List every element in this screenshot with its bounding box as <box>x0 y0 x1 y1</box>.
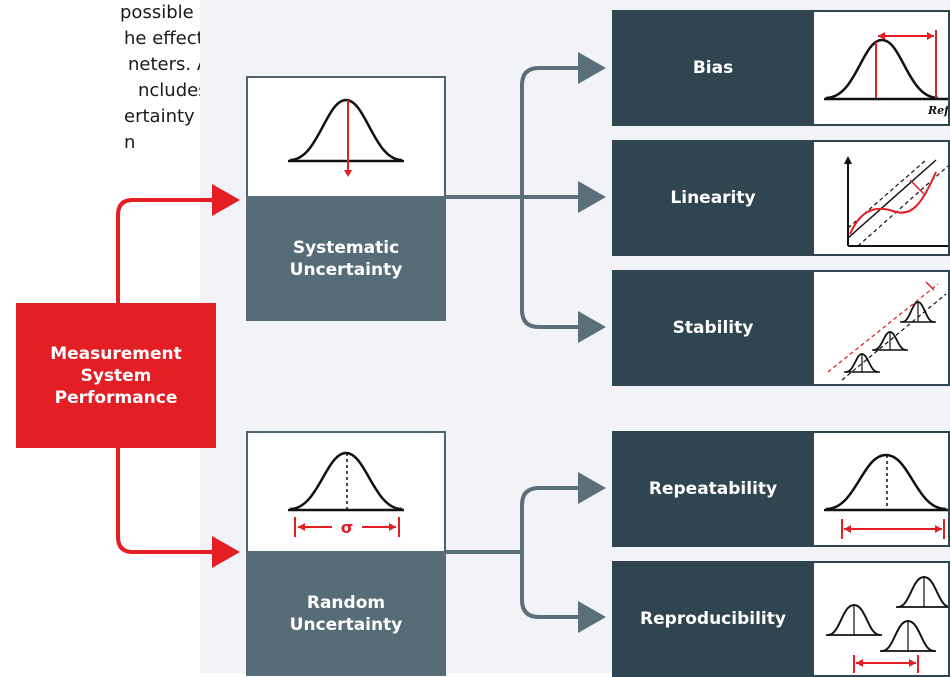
random-uncertainty-label: Random Uncertainty <box>246 551 446 676</box>
systematic-uncertainty-label: Systematic Uncertainty <box>246 196 446 321</box>
linearity-box: Linearity <box>612 140 950 256</box>
intro-line: ertainty <box>124 106 195 127</box>
systematic-curve-figure <box>246 76 446 196</box>
stability-box: Stability <box>612 270 950 386</box>
repeatability-label: Repeatability <box>612 431 814 547</box>
random-label-line: Random <box>306 592 386 613</box>
systematic-label-line: Uncertainty <box>289 259 403 280</box>
repeatability-box: Repeatability <box>612 431 950 547</box>
intro-line: n <box>124 132 136 153</box>
bias-label: Bias <box>612 10 814 126</box>
stability-figure <box>814 270 950 386</box>
intro-text: possible to he effect neters. As ncludes… <box>0 0 200 156</box>
random-curve-figure: σ <box>246 431 446 551</box>
root-label-line: System <box>80 365 152 386</box>
random-uncertainty-box: σ Random Uncertainty <box>246 431 446 676</box>
repeatability-figure <box>814 431 950 547</box>
intro-line: neters. As <box>128 54 200 75</box>
reproducibility-figure <box>814 561 950 677</box>
root-label-line: Measurement <box>50 343 182 364</box>
reproducibility-box: Reproducibility <box>612 561 950 677</box>
sigma-symbol: σ <box>340 518 354 537</box>
root-label-line: Performance <box>54 387 178 408</box>
intro-line: he effect <box>124 28 200 49</box>
reproducibility-label: Reproducibility <box>612 561 814 677</box>
bias-box: Bias Ref <box>612 10 950 126</box>
linearity-figure <box>814 140 950 256</box>
intro-line: ncludes <box>138 80 200 101</box>
random-label-line: Uncertainty <box>289 614 403 635</box>
systematic-label-line: Systematic <box>292 237 400 258</box>
measurement-system-performance-box: Measurement System Performance <box>16 303 216 448</box>
intro-line: possible to <box>120 2 200 23</box>
linearity-label: Linearity <box>612 140 814 256</box>
reference-label: Ref <box>928 104 949 117</box>
bias-figure: Ref <box>814 10 950 126</box>
systematic-uncertainty-box: Systematic Uncertainty <box>246 76 446 321</box>
stability-label: Stability <box>612 270 814 386</box>
